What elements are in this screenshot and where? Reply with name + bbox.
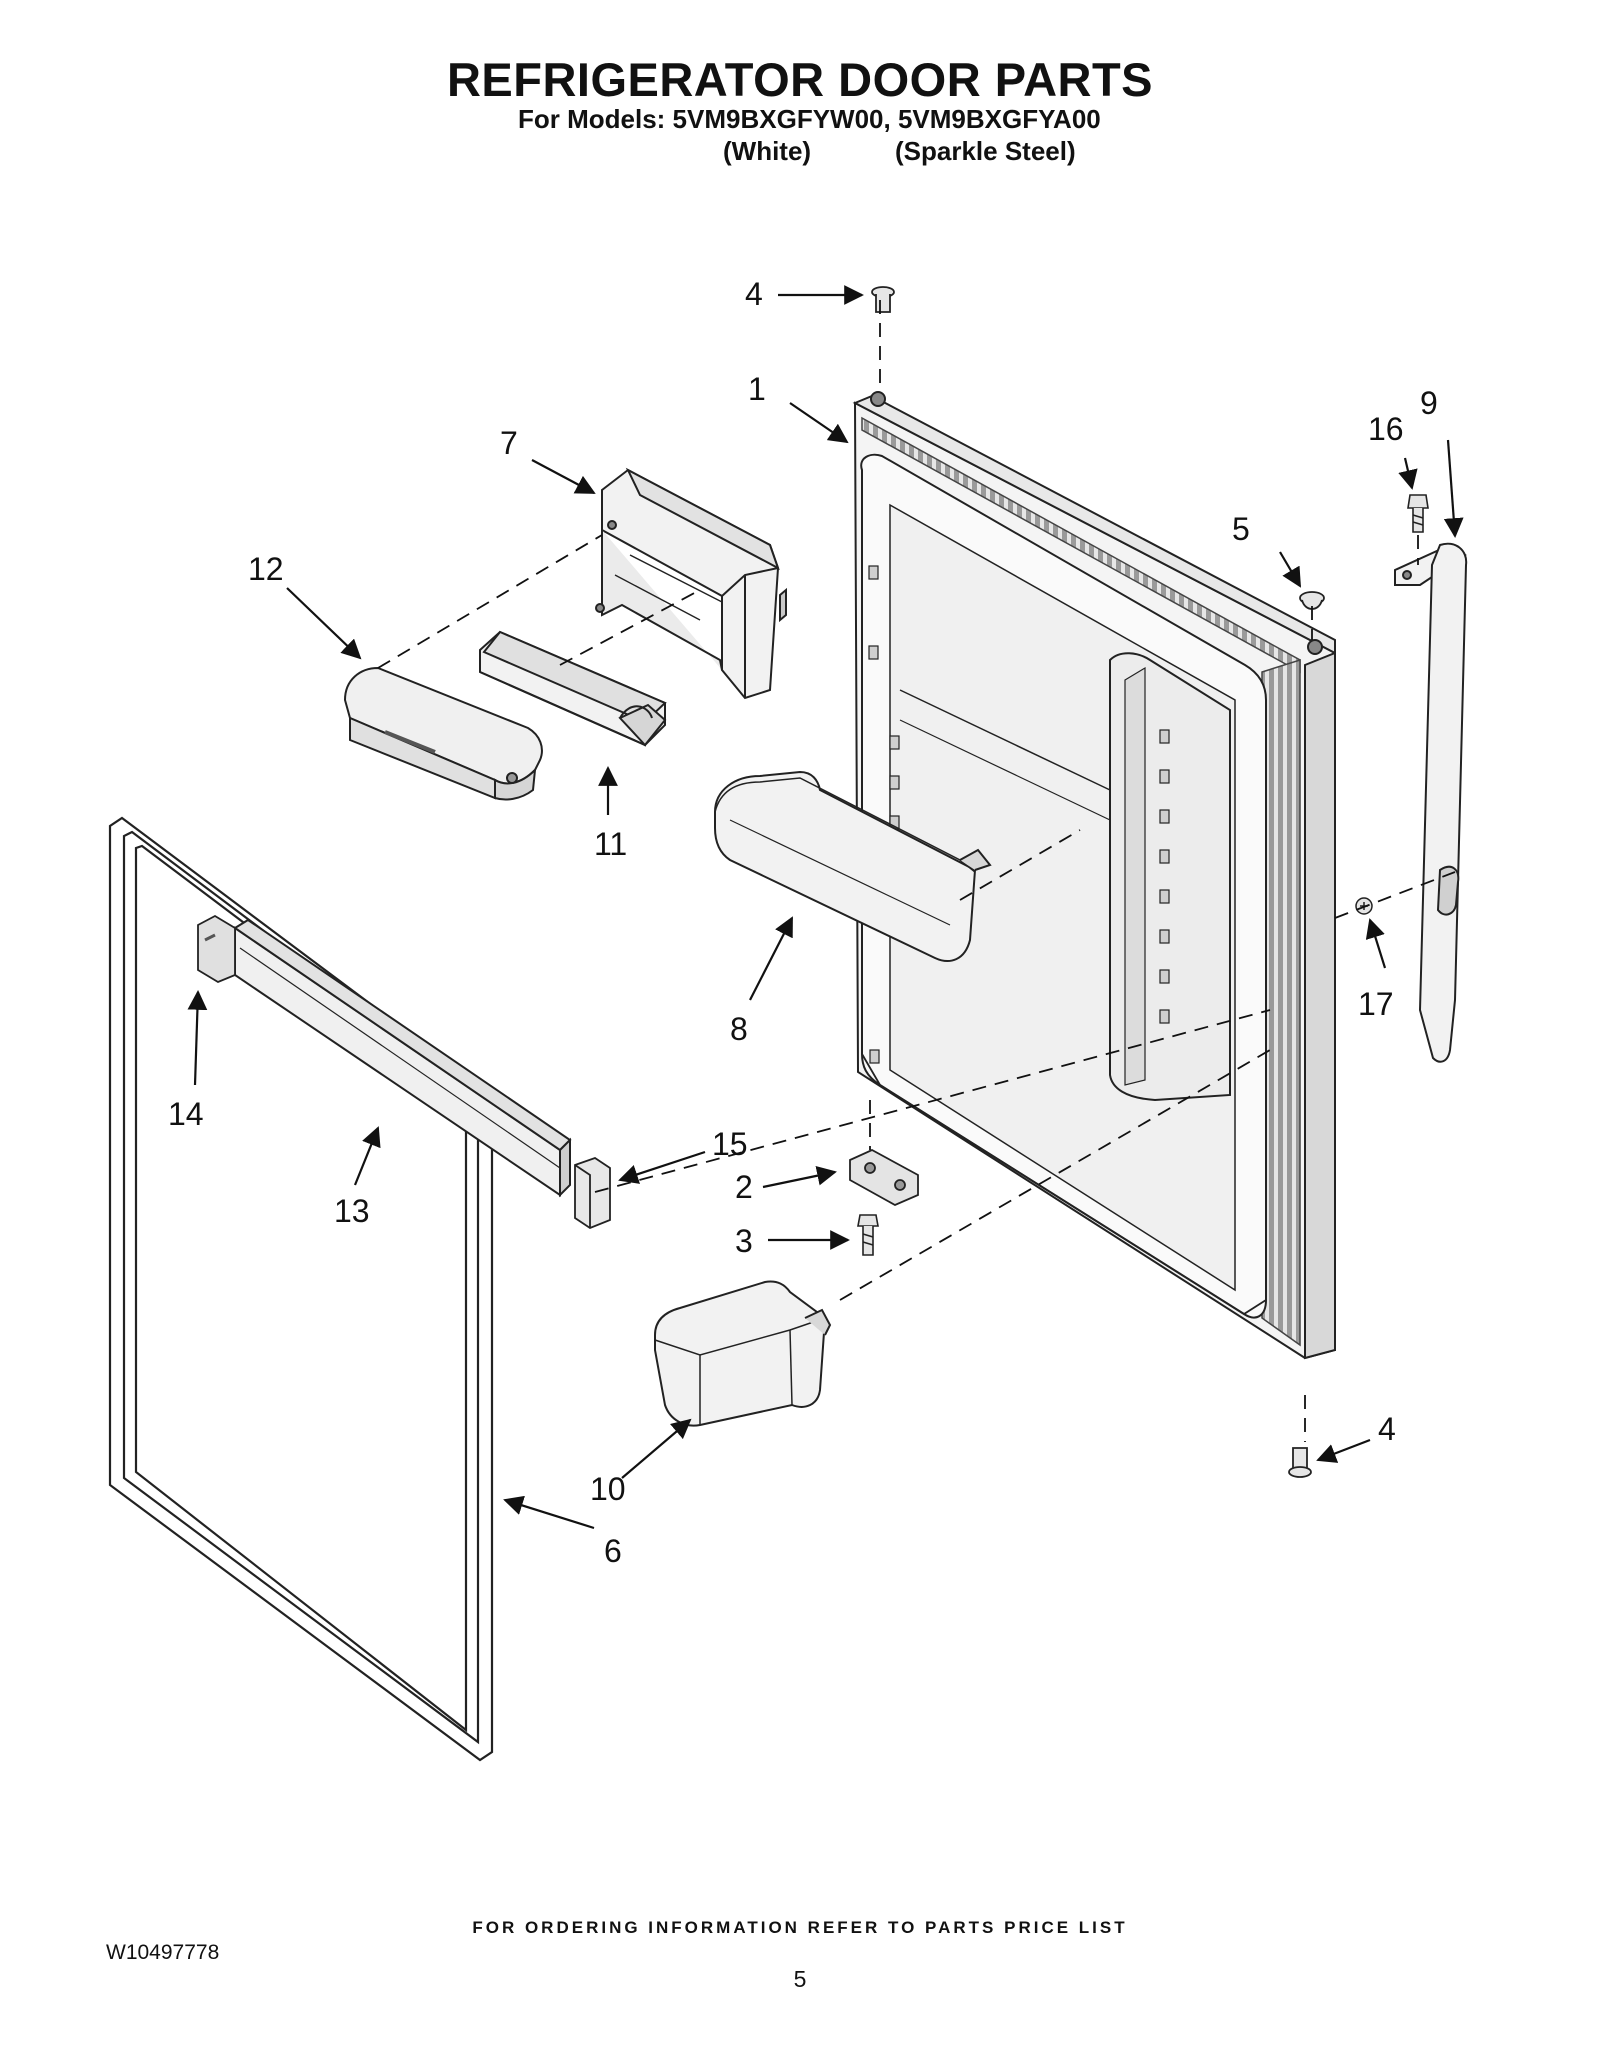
callout-15: 15 [712, 1126, 748, 1162]
callout-4-bottom: 4 [1378, 1411, 1396, 1447]
door-assembly [852, 391, 1336, 1360]
dairy-bin [479, 630, 667, 747]
callout-8: 8 [730, 1011, 748, 1047]
door-shelf-bin [714, 770, 992, 962]
document-number: W10497778 [106, 1941, 220, 1964]
lower-door-bin [654, 1280, 832, 1427]
trim-end-cap-right [574, 1157, 611, 1230]
dairy-door-cover [343, 666, 543, 801]
hinge-pin-bottom [1288, 1447, 1312, 1478]
callout-labels: 4 1 7 12 5 16 9 11 8 17 14 13 15 2 3 4 1… [168, 276, 1438, 1569]
callout-arrows [187, 285, 1464, 1530]
callout-1: 1 [748, 371, 766, 407]
callout-9: 9 [1420, 385, 1438, 421]
screw-part-3 [857, 1214, 879, 1256]
screw-part-16 [1407, 494, 1429, 533]
callout-13: 13 [334, 1193, 370, 1229]
bottom-hinge-bracket [849, 1148, 919, 1207]
callout-11: 11 [594, 826, 627, 862]
dairy-compartment-housing [595, 467, 787, 700]
page-title: REFRIGERATOR DOOR PARTS [446, 53, 1154, 106]
callout-4-top: 4 [745, 276, 763, 312]
callout-12: 12 [248, 551, 284, 587]
callout-2: 2 [735, 1169, 753, 1205]
callout-3: 3 [735, 1223, 753, 1259]
trim-end-cap-left [197, 914, 236, 984]
trim-bar [233, 918, 572, 1198]
door-handle [1394, 542, 1468, 1063]
hinge-cap [1299, 591, 1325, 610]
callout-16: 16 [1368, 411, 1404, 447]
callout-5: 5 [1232, 511, 1250, 547]
models-line: For Models: 5VM9BXGFYW00, 5VM9BXGFYA00 [518, 104, 1101, 134]
callout-17: 17 [1358, 986, 1394, 1022]
page-number: 5 [793, 1966, 807, 1992]
variant-sparkle-steel-label: (Sparkle Steel) [895, 136, 1076, 166]
ordering-note: FOR ORDERING INFORMATION REFER TO PARTS … [472, 1918, 1128, 1937]
assembly-lines [377, 300, 1456, 1442]
callout-7: 7 [500, 425, 518, 461]
callout-10: 10 [590, 1471, 626, 1507]
callout-14: 14 [168, 1096, 204, 1132]
hinge-pin-top [871, 286, 895, 313]
variant-white-label: (White) [723, 136, 812, 166]
callout-6: 6 [604, 1533, 622, 1569]
